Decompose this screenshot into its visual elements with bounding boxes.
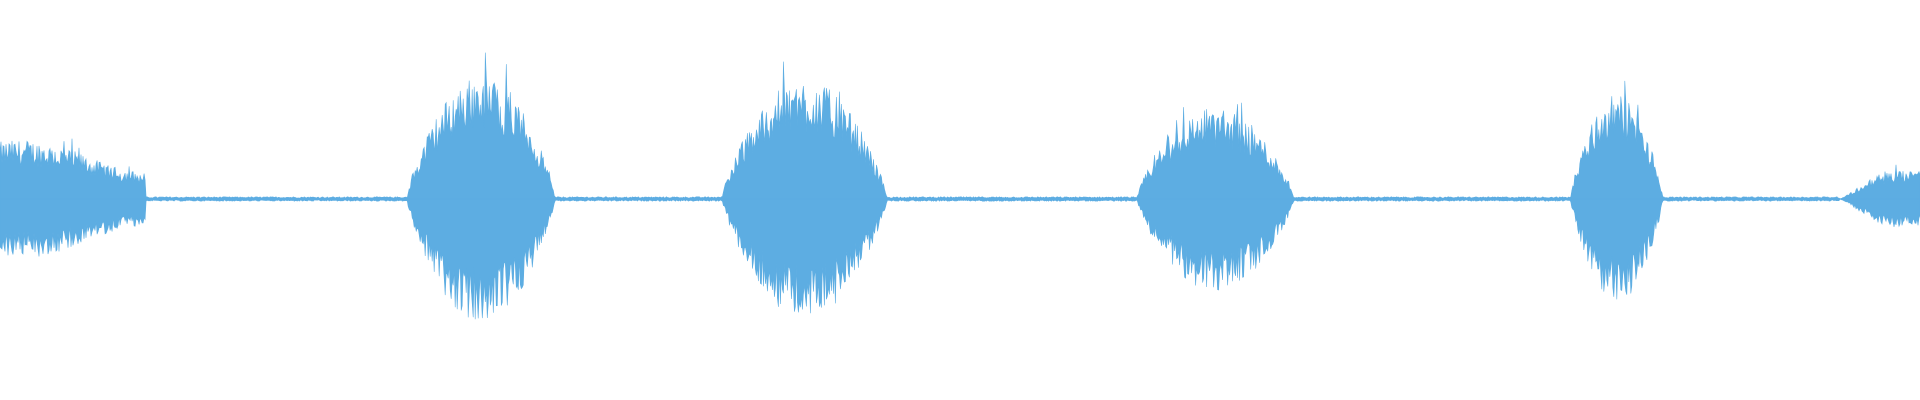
waveform-path	[0, 52, 1920, 320]
